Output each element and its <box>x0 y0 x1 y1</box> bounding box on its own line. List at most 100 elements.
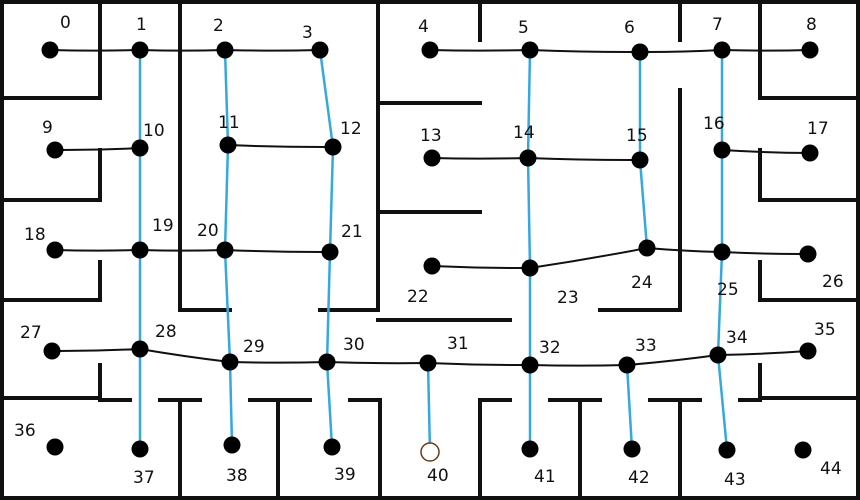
node-40 <box>420 442 440 462</box>
edge-29-38 <box>228 361 234 446</box>
node-label-17: 17 <box>807 119 829 139</box>
node-label-9: 9 <box>42 118 53 138</box>
node-label-43: 43 <box>724 470 746 490</box>
edge-16-17 <box>721 149 811 154</box>
node-label-21: 21 <box>341 222 363 242</box>
node-14 <box>519 149 537 167</box>
node-label-22: 22 <box>407 287 429 307</box>
edge-20-29 <box>223 249 232 363</box>
edge-18-19 <box>54 249 141 252</box>
node-35 <box>799 342 817 360</box>
node-label-31: 31 <box>447 334 469 354</box>
node-21 <box>321 243 339 261</box>
edge-34-43 <box>716 354 729 451</box>
edge-2-11 <box>223 49 230 146</box>
node-11 <box>219 136 237 154</box>
node-13 <box>423 149 441 167</box>
node-label-20: 20 <box>197 221 219 241</box>
node-29 <box>221 353 239 371</box>
edge-7-8 <box>721 49 811 52</box>
node-7 <box>713 41 731 59</box>
edge-23-24 <box>529 247 648 269</box>
node-12 <box>324 138 342 156</box>
node-label-39: 39 <box>334 465 356 485</box>
node-20 <box>216 241 234 259</box>
edge-6-7 <box>639 49 723 54</box>
node-15 <box>631 151 649 169</box>
edge-14-15 <box>527 157 641 162</box>
node-3 <box>311 41 329 59</box>
edge-28-29 <box>139 348 231 363</box>
node-30 <box>318 353 336 371</box>
node-label-37: 37 <box>133 468 155 488</box>
node-label-10: 10 <box>143 121 165 141</box>
node-label-32: 32 <box>539 338 561 358</box>
edge-27-28 <box>51 348 141 353</box>
node-label-13: 13 <box>420 126 442 146</box>
node-26 <box>799 245 817 263</box>
node-label-24: 24 <box>631 273 653 293</box>
edge-30-31 <box>326 361 429 365</box>
node-22 <box>423 257 441 275</box>
node-label-29: 29 <box>243 337 265 357</box>
node-17 <box>801 144 819 162</box>
node-label-44: 44 <box>820 459 842 479</box>
edge-20-21 <box>224 249 331 254</box>
edge-32-33 <box>529 364 628 367</box>
edge-29-30 <box>229 361 328 364</box>
node-6 <box>631 43 649 61</box>
edge-33-34 <box>626 354 719 366</box>
edge-4-5 <box>429 49 531 52</box>
node-39 <box>323 438 341 456</box>
node-31 <box>419 354 437 372</box>
node-36 <box>46 438 64 456</box>
node-label-15: 15 <box>626 126 648 146</box>
node-43 <box>718 441 736 459</box>
node-label-26: 26 <box>822 272 844 292</box>
node-18 <box>46 241 64 259</box>
edge-15-24 <box>638 159 649 249</box>
node-label-27: 27 <box>20 323 42 343</box>
node-4 <box>421 41 439 59</box>
edge-30-39 <box>325 361 334 448</box>
edge-21-30 <box>325 251 332 363</box>
node-label-36: 36 <box>14 421 36 441</box>
node-41 <box>521 440 539 458</box>
node-33 <box>618 356 636 374</box>
node-19 <box>131 241 149 259</box>
node-37 <box>131 440 149 458</box>
node-label-28: 28 <box>155 322 177 342</box>
edge-11-12 <box>227 144 334 149</box>
node-label-16: 16 <box>703 114 725 134</box>
edge-33-42 <box>625 364 634 450</box>
node-label-6: 6 <box>624 18 635 38</box>
node-label-1: 1 <box>136 15 147 35</box>
node-label-11: 11 <box>218 113 240 133</box>
node-label-34: 34 <box>726 328 748 348</box>
edge-5-6 <box>529 49 641 54</box>
node-label-40: 40 <box>427 466 449 486</box>
edge-25-26 <box>721 251 809 256</box>
node-label-2: 2 <box>213 16 224 36</box>
edge-5-14 <box>526 49 532 159</box>
edge-2-3 <box>224 49 321 52</box>
edge-24-25 <box>646 247 723 253</box>
edge-0-1 <box>49 49 141 52</box>
node-label-35: 35 <box>814 320 836 340</box>
edge-12-21 <box>328 146 335 253</box>
node-label-33: 33 <box>635 336 657 356</box>
edge-14-23 <box>526 157 532 269</box>
node-label-18: 18 <box>24 225 46 245</box>
node-label-41: 41 <box>534 467 556 487</box>
node-5 <box>521 41 539 59</box>
edge-11-20 <box>223 144 230 251</box>
node-0 <box>41 41 59 59</box>
node-2 <box>216 41 234 59</box>
edge-9-10 <box>54 147 141 152</box>
node-32 <box>521 356 539 374</box>
node-9 <box>46 141 64 159</box>
node-27 <box>43 342 61 360</box>
